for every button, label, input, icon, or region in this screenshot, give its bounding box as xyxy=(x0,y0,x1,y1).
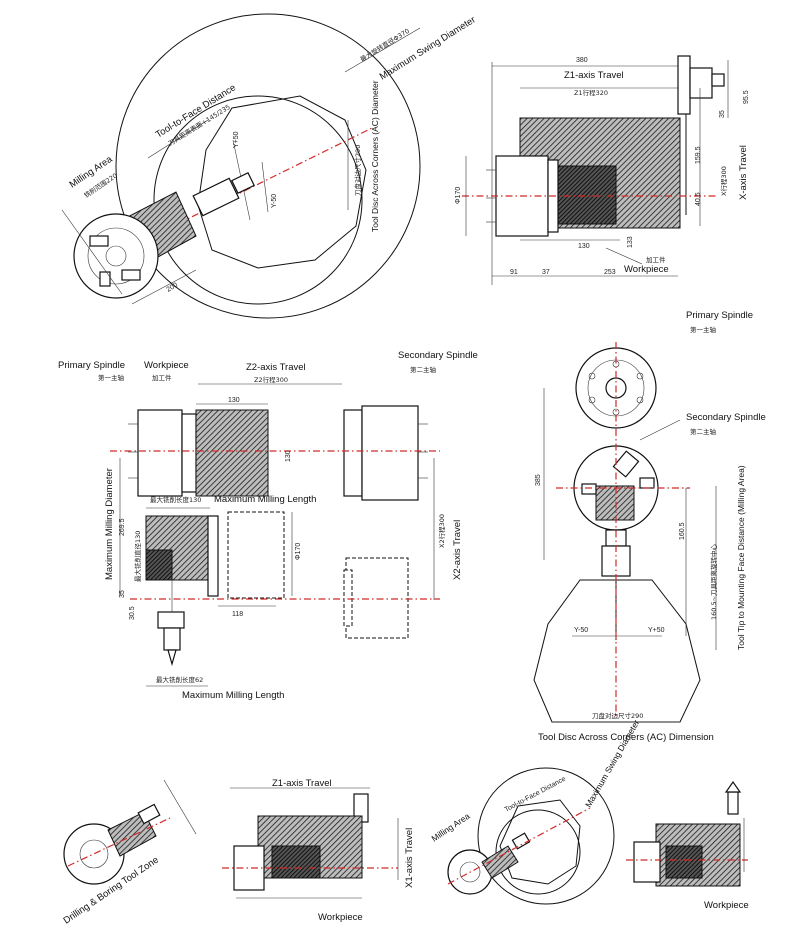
tr-dim-35: 35 xyxy=(719,110,726,118)
mr-primary-cn: 第一主轴 xyxy=(690,325,717,334)
tr-dim-253: 253 xyxy=(604,269,616,276)
ml-x2-cn: X2行程300 xyxy=(437,514,446,548)
ml-max-len-bottom-label: Maximum Milling Length xyxy=(182,690,284,701)
ml-primary-cn: 第一主轴 xyxy=(98,373,125,382)
tr-dim-130: 130 xyxy=(578,243,590,250)
ml-dim-130b: 130 xyxy=(285,450,292,462)
b-milling-area-label: Milling Area xyxy=(430,811,472,844)
top-right-view xyxy=(462,55,729,285)
bottom-view-1 xyxy=(63,779,197,885)
ml-dim-118: 118 xyxy=(232,611,243,618)
tr-dim-380: 380 xyxy=(576,57,588,64)
tool-disc-polygon xyxy=(197,95,367,269)
ml-dim-30-5: 30.5 xyxy=(129,606,136,620)
b-x1-label: X1-axis Travel xyxy=(404,828,415,888)
ml-workpiece-cn: 加工件 xyxy=(152,373,172,382)
tl-y-minus-50: Y-50 xyxy=(271,194,278,208)
b-z1-label: Z1-axis Travel xyxy=(272,778,332,789)
b-tool-face-label: Tool-to-Face Distance xyxy=(504,776,567,814)
tr-z1-label: Z1-axis Travel xyxy=(564,70,624,81)
bottom-view-3 xyxy=(447,767,615,905)
ml-max-dia-label: Maximum Milling Diameter xyxy=(104,468,115,580)
ml-max-len-top-cn: 最大铣削长度130 xyxy=(150,495,201,504)
tr-dim-40-5: 40.5 xyxy=(695,192,702,206)
b-workpiece2-label: Workpiece xyxy=(704,900,749,911)
tr-x-axis-label: X-axis Travel xyxy=(738,145,749,200)
ml-workpiece-label: Workpiece xyxy=(144,360,189,371)
ml-max-len-top-label: Maximum Milling Length xyxy=(214,494,316,505)
ml-x2-label: X2-axis Travel xyxy=(452,520,463,580)
mr-secondary-cn: 第二主轴 xyxy=(690,427,717,436)
tl-tool-disc-cn: 刀盘对边尺寸290 xyxy=(353,145,362,196)
mr-tool-tip-cn: 160.5~刀具距离旋转中心 xyxy=(709,543,718,620)
ml-secondary-cn: 第二主轴 xyxy=(410,365,437,374)
ml-dim-35: 35 xyxy=(119,590,126,598)
mr-tool-disc-label: Tool Disc Across Corners (AC) Dimension xyxy=(538,732,714,743)
ml-primary-spindle-label: Primary Spindle xyxy=(58,360,125,371)
bottom-view-2 xyxy=(222,787,399,899)
ml-max-len-bottom-cn: 最大铣削长度62 xyxy=(156,675,203,684)
middle-right-view xyxy=(533,342,717,723)
tr-dim-37: 37 xyxy=(542,269,550,276)
ml-z2-label: Z2-axis Travel xyxy=(246,362,306,373)
bottom-view-4 xyxy=(626,780,748,887)
tool-face-circle xyxy=(153,95,363,305)
tl-y-plus-50: Y+50 xyxy=(233,131,240,148)
ml-secondary-spindle-label: Secondary Spindle xyxy=(398,350,478,361)
mr-y-plus-50: Y+50 xyxy=(648,627,665,634)
b-workpiece1-label: Workpiece xyxy=(318,912,363,923)
tr-dim-170: Φ170 xyxy=(455,187,462,204)
middle-left-view xyxy=(110,383,440,687)
mr-secondary-spindle-label: Secondary Spindle xyxy=(686,412,766,423)
mr-tool-disc-cn: 刀盘对边尺寸290 xyxy=(592,711,643,720)
mr-y-minus-50: Y-50 xyxy=(574,627,588,634)
ml-dim-269-5: 269.5 xyxy=(119,518,126,536)
ml-max-dia-cn: 最大铣削直径130 xyxy=(133,531,142,582)
tl-tool-disc-label: Tool Disc Across Corners (AC) Diameter xyxy=(370,80,380,232)
tr-z1-cn: Z1行程320 xyxy=(574,88,608,97)
mr-tool-tip-label: Tool Tip to Mounting Face Distance (Mill… xyxy=(736,465,746,650)
tr-x-cn: X行程300 xyxy=(719,166,728,196)
tr-workpiece-label: Workpiece xyxy=(624,264,669,275)
ml-dim-170: Φ170 xyxy=(295,543,302,560)
mr-dim-160-5: 160.5 xyxy=(679,522,686,540)
ml-dim-130a: 130 xyxy=(228,397,240,404)
mr-dim-385: 385 xyxy=(535,474,542,486)
top-left-view xyxy=(61,13,421,319)
tr-dim-95-5: 95.5 xyxy=(743,90,750,104)
mr-tool-disc-polygon xyxy=(533,579,701,723)
tr-dim-133: 133 xyxy=(627,236,634,248)
tr-dim-91: 91 xyxy=(510,269,518,276)
tr-workpiece-cn: 加工件 xyxy=(646,255,666,264)
tr-dim-159-5: 159.5 xyxy=(695,146,702,164)
ml-z2-cn: Z2行程300 xyxy=(254,375,288,384)
max-swing-circle xyxy=(115,13,421,319)
tl-dim-200: 200 xyxy=(166,282,180,294)
mr-primary-spindle-label: Primary Spindle xyxy=(686,310,753,321)
tl-max-swing-label: Maximum Swing Diameter xyxy=(378,14,478,82)
